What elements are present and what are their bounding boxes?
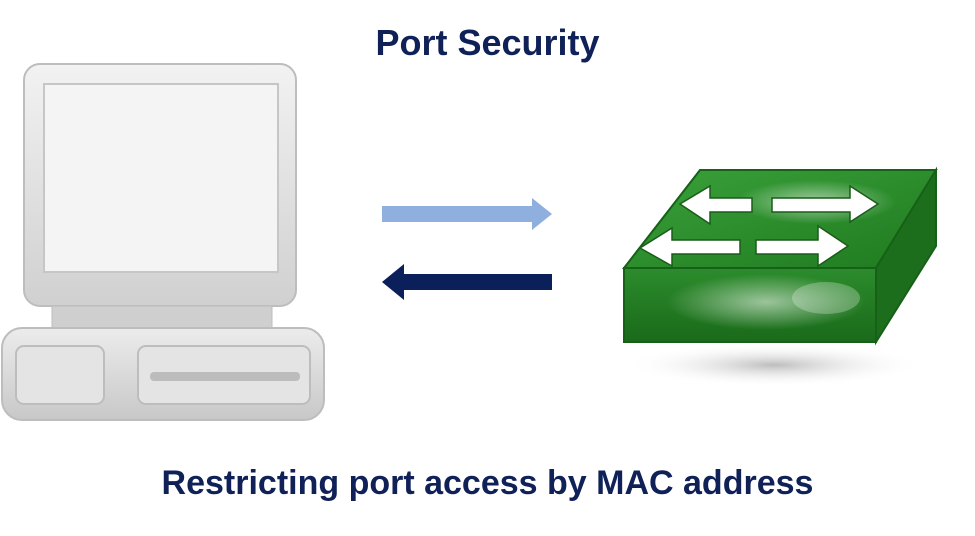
switch-shadow [624, 343, 924, 387]
switch-side [875, 166, 937, 346]
switch-arrow-right-bottom [755, 224, 850, 268]
desktop-computer-icon [1, 63, 325, 421]
monitor-screen [43, 83, 279, 273]
network-switch-icon [621, 166, 938, 387]
diagram-title: Port Security [375, 22, 600, 63]
switch-arrow-right-top [771, 184, 880, 224]
switch-arrow-left-bottom [638, 226, 741, 268]
inbound-arrow-icon [382, 264, 552, 300]
switch-arrow-left-top [678, 184, 753, 226]
drive-slot [150, 372, 300, 381]
monitor-neck [51, 305, 273, 329]
outbound-arrow-icon [382, 198, 552, 230]
diagram-caption: Restricting port access by MAC address [161, 464, 814, 502]
drive-bay [15, 345, 105, 405]
